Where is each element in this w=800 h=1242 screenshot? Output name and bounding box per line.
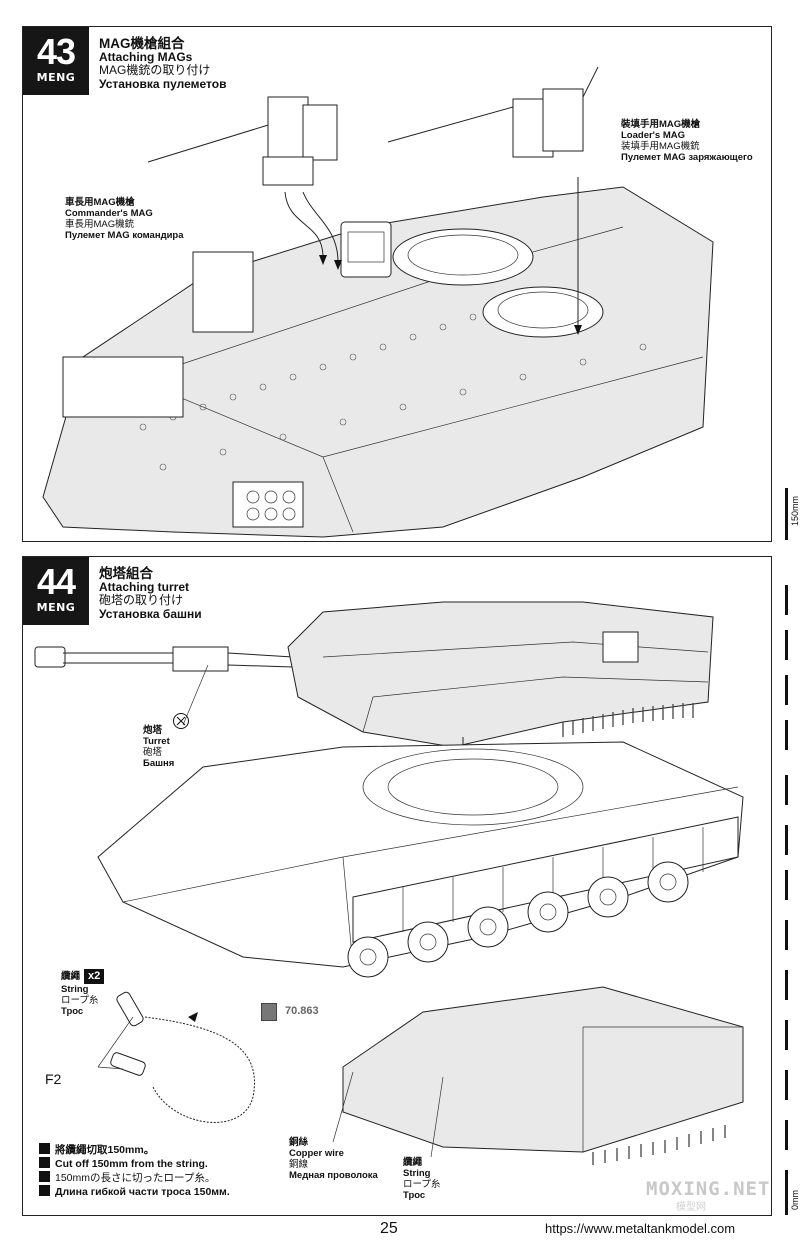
- turret-assembly-drawing: [34, 601, 744, 1165]
- title-zh: 炮塔組合: [99, 566, 153, 581]
- instruction-icon: [39, 1157, 50, 1168]
- copper-wire-label: 銅絲 Copper wire 銅線 Медная проволока: [289, 1137, 378, 1181]
- page-number: 25: [380, 1220, 398, 1237]
- step-43-panel: 43 MENG MAG機槍組合 Attaching MAGs MAG機銃の取り付…: [22, 26, 772, 542]
- brand-logo: MENG: [36, 601, 76, 614]
- watermark: MOXING.NET: [646, 1178, 771, 1200]
- delete-part-icon: [173, 713, 189, 729]
- title-ja: MAG機銃の取り付け: [99, 63, 211, 77]
- title-ja: 砲塔の取り付け: [99, 593, 184, 607]
- commander-mag-drawing: [147, 96, 338, 186]
- title-zh: MAG機槍組合: [99, 36, 185, 51]
- title-ru: Установка башни: [99, 606, 202, 621]
- turret-label: 炮塔 Turret 砲塔 Башня: [143, 725, 175, 769]
- title-en: Attaching turret: [99, 579, 189, 594]
- instruction-icon: [39, 1171, 50, 1182]
- paint-code: 70.863: [285, 1005, 319, 1017]
- loader-mag-drawing: [387, 66, 599, 158]
- quantity-badge: x2: [84, 969, 105, 984]
- title-ru: Установка пулеметов: [99, 76, 227, 91]
- scale-label-top: 150mm: [790, 496, 800, 527]
- step-title: MAG機槍組合 Attaching MAGs MAG機銃の取り付け Устано…: [99, 37, 226, 91]
- cut-instructions: 將纜繩切取150mm。 Cut off 150mm from the strin…: [39, 1143, 230, 1199]
- instruction-icon: [39, 1143, 50, 1154]
- step-badge: 43 MENG: [23, 27, 89, 95]
- paint-brush-icon: [261, 1003, 277, 1021]
- step-number: 44: [36, 561, 76, 602]
- brand-logo: MENG: [36, 71, 76, 84]
- step-title: 炮塔組合 Attaching turret 砲塔の取り付け Установка …: [99, 567, 202, 621]
- step-badge: 44 MENG: [23, 557, 89, 625]
- scale-label-bottom: 0mm: [790, 1190, 800, 1210]
- source-url: https://www.metaltankmodel.com: [545, 1221, 736, 1236]
- string-label-2: 纜繩 String ロープ糸 Трос: [403, 1157, 441, 1201]
- step-number: 43: [36, 31, 76, 72]
- string-part-drawing: [97, 991, 255, 1123]
- watermark-sub: 模型网: [676, 1202, 706, 1213]
- instruction-icon: [39, 1185, 50, 1196]
- commanders-mag-label: 車長用MAG機槍 Commander's MAG 車長用MAG機銃 Пулеме…: [65, 197, 184, 241]
- loaders-mag-label: 裝填手用MAG機槍 Loader's MAG 装填手用MAG機銃 Пулемет…: [621, 119, 753, 163]
- mag-assembly-drawing: [42, 66, 714, 538]
- title-en: Attaching MAGs: [99, 49, 193, 64]
- part-f2-label: F2: [45, 1071, 62, 1087]
- step-44-panel: 44 MENG 炮塔組合 Attaching turret 砲塔の取り付け Ус…: [22, 556, 772, 1216]
